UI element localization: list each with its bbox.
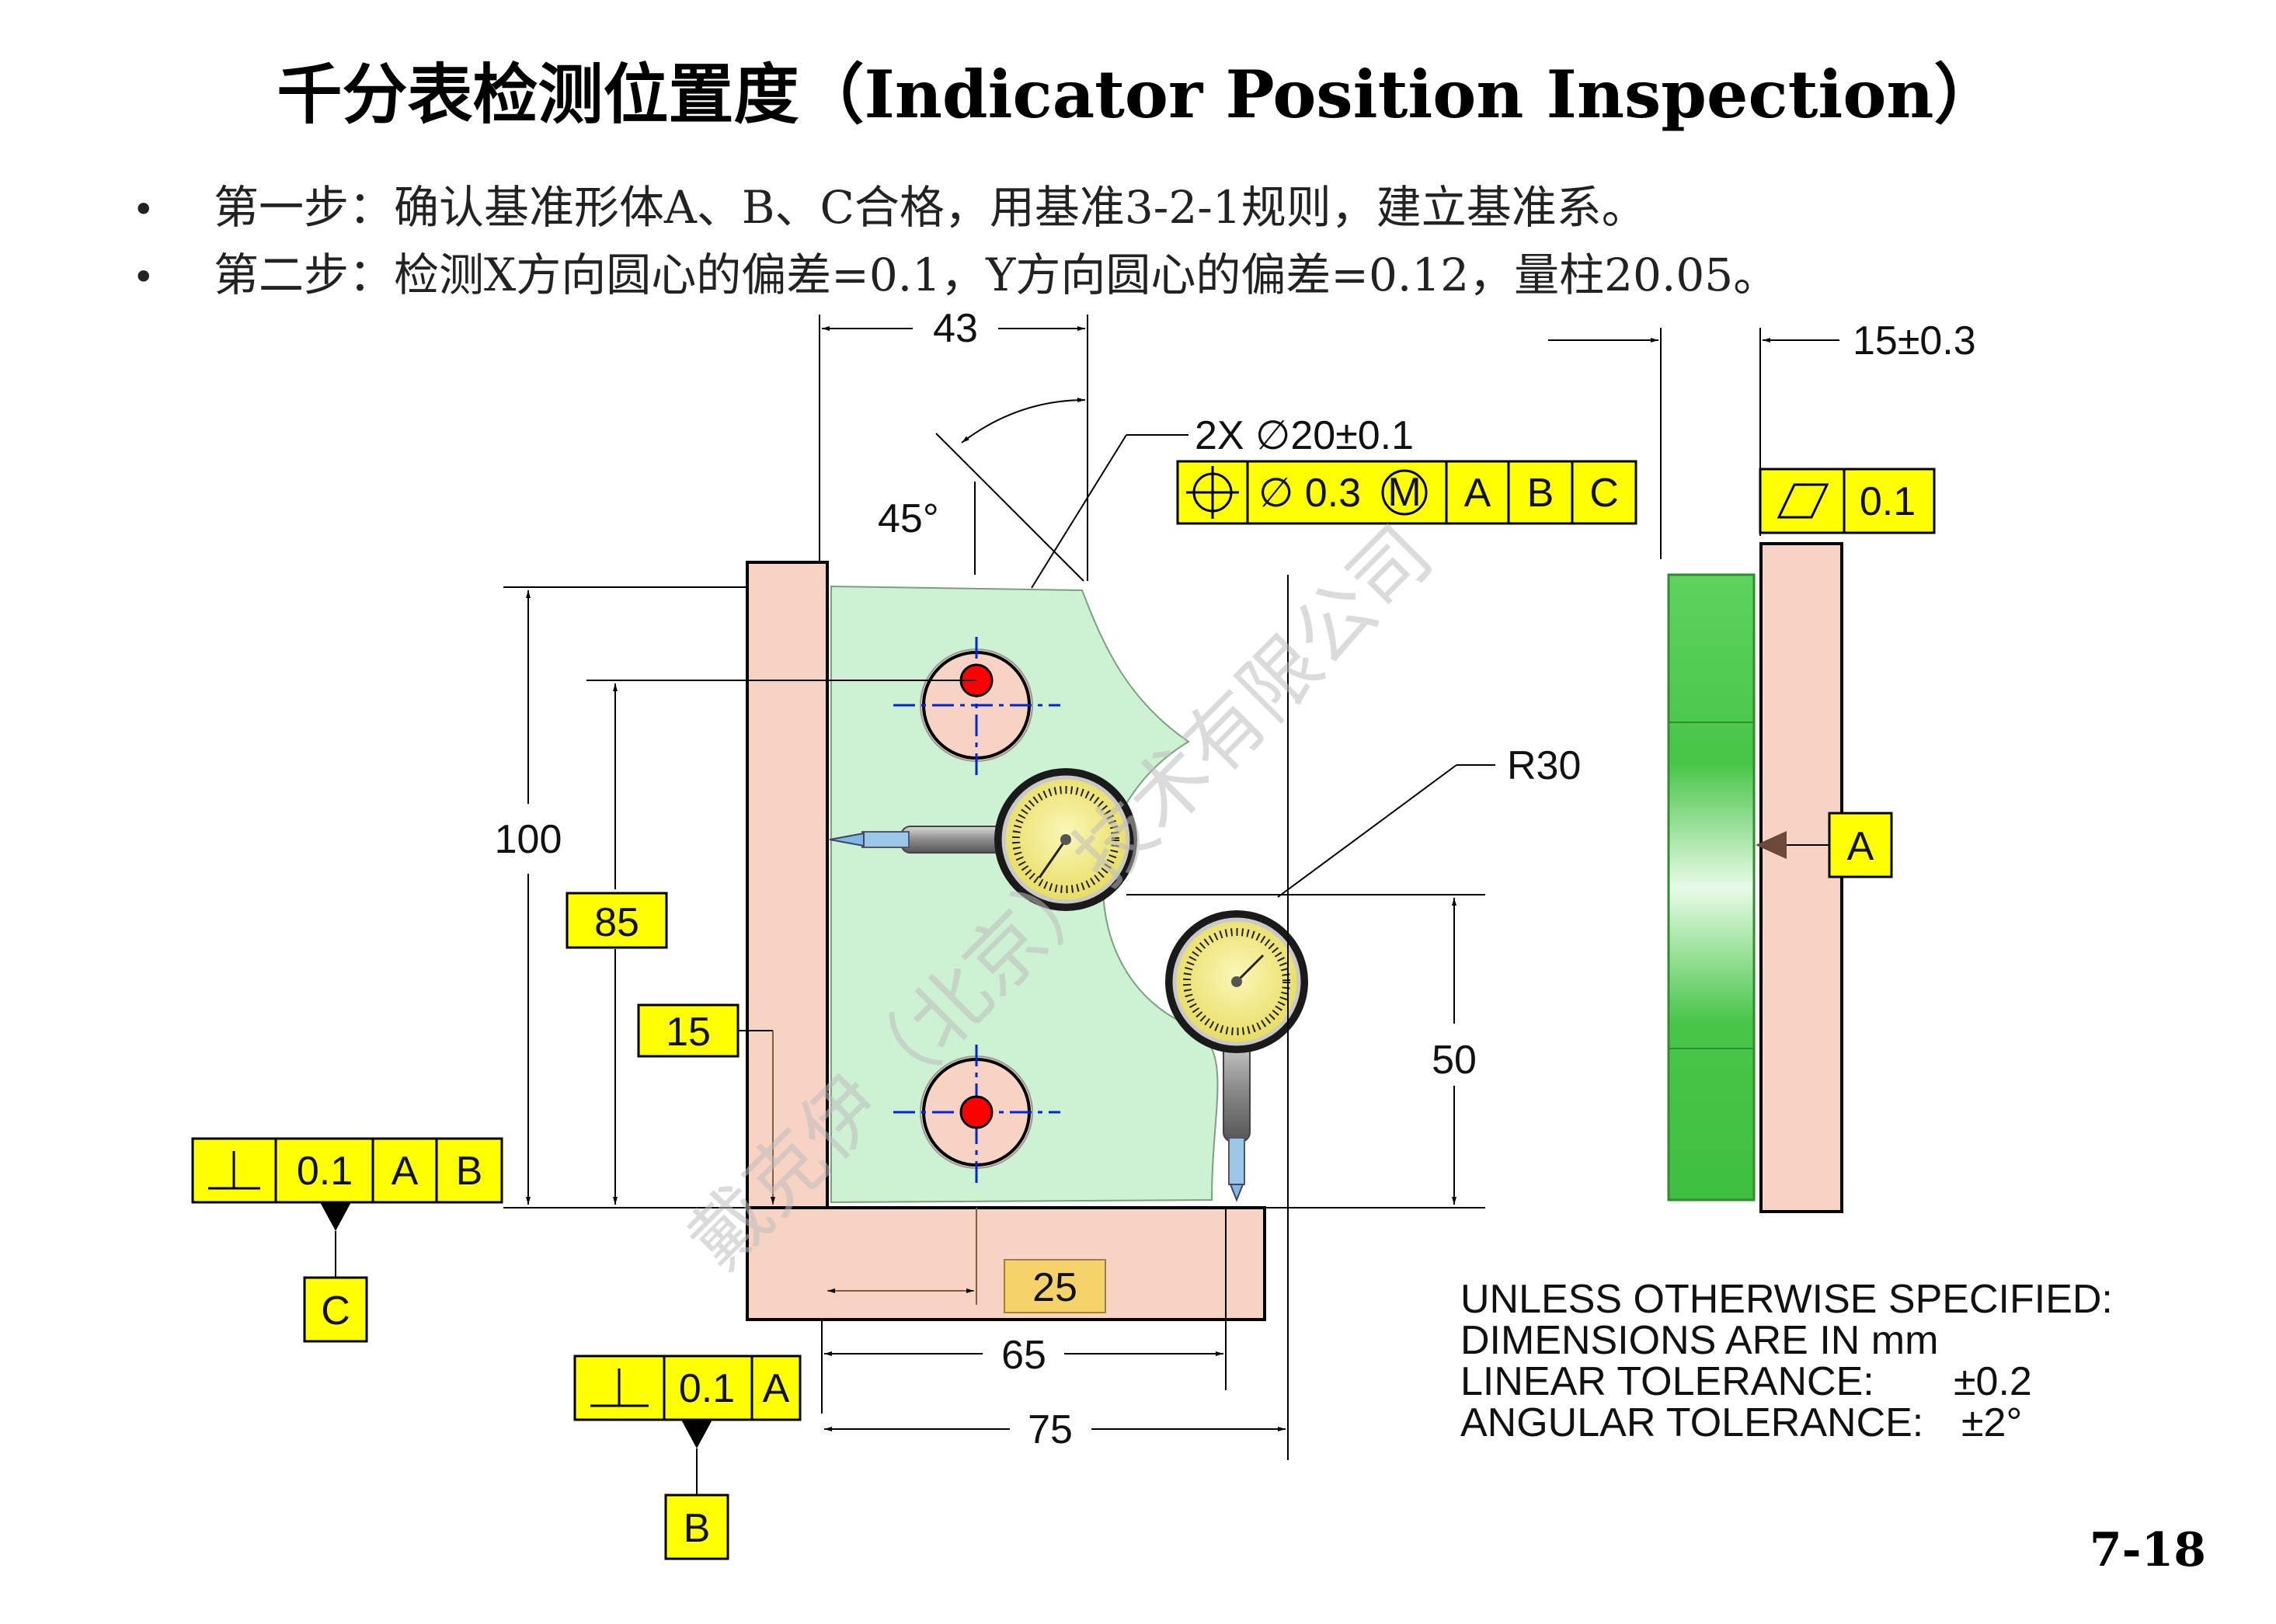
lower-hole [893,1045,1060,1188]
dim-65-label: 65 [1001,1333,1046,1378]
angle-45: 45° [878,398,1086,582]
radius-label: R30 [1507,743,1581,788]
hole-callout-label: 2X ∅20±0.1 [1195,413,1414,458]
dim-85-label: 85 [594,900,639,945]
step-item: • 第一步：确认基准形体A、B、C合格，用基准3-2-1规则，建立基准系。 [132,175,1778,242]
hole-center-point [959,1095,994,1129]
perpendicularity-icon [208,1151,260,1190]
dimension-50: 50 [1126,894,1485,1205]
note-line: ±0.2 [1954,1359,2032,1404]
radius-callout: R30 [1277,575,1581,1460]
fcf-tolerance: 0.1 [679,1366,735,1411]
dim-50-label: 50 [1432,1038,1477,1083]
page-number: 7-18 [2089,1523,2206,1577]
dim-75-label: 75 [1028,1407,1073,1452]
note-line: UNLESS OTHERWISE SPECIFIED: [1460,1277,2113,1322]
dimension-100: 100 [495,586,747,1205]
fcf-perpendicularity-left: 0.1 A B C [191,1137,503,1343]
note-line: ±2° [1961,1400,2022,1445]
step-item: • 第二步：检测X方向圆心的偏差=0.1，Y方向圆心的偏差=0.12，量柱20.… [132,242,1778,310]
fcf-position: ∅ 0.3 M A B C [1176,460,1637,525]
angle-45-label: 45° [878,496,939,541]
dimension-43: 43 [819,306,1088,581]
fcf-datum: A [763,1366,790,1411]
bullet-icon: • [132,187,155,232]
dial-indicator-icon [829,768,1137,911]
dim-25-label: 25 [1032,1265,1077,1310]
dial-indicator-icon [1165,910,1308,1202]
fcf-datum: A [392,1149,419,1194]
step-list: • 第一步：确认基准形体A、B、C合格，用基准3-2-1规则，建立基准系。 • … [132,175,1778,310]
mmc-modifier-icon [1381,469,1428,516]
note-line: LINEAR TOLERANCE: [1460,1359,1874,1404]
general-notes: UNLESS OTHERWISE SPECIFIED: DIMENSIONS A… [1460,1277,2113,1445]
fcf-flatness: 0.1 [1759,468,1936,534]
dimension-65: 65 [821,1208,1227,1414]
fcf-tolerance: 0.1 [297,1149,353,1194]
bullet-icon: • [132,255,155,300]
dim-15-label: 15 [666,1010,711,1055]
step-text: 第二步：检测X方向圆心的偏差=0.1，Y方向圆心的偏差=0.12，量柱20.05… [214,249,1779,301]
dimension-15: 15 [637,1003,775,1205]
fcf-tolerance: 0.1 [1860,479,1916,524]
thickness-label: 15±0.3 [1853,318,1976,363]
hole-callout: 2X ∅20±0.1 [1031,413,1414,589]
datum-a-label: A [1847,824,1874,869]
fcf-datum: C [1589,471,1619,516]
fcf-perpendicularity-bottom: 0.1 A B [573,1354,802,1560]
dimension-25: 25 [827,1208,1106,1313]
fixture-vertical-plate [746,561,829,1321]
fcf-position-modifier: M [1387,470,1421,515]
dim-43-label: 43 [933,306,978,351]
datum-a-marker: A [1756,812,1893,878]
fcf-datum: B [1527,471,1554,516]
note-line: ANGULAR TOLERANCE: [1460,1400,1923,1445]
dimension-85: 85 [566,680,976,1205]
page-title: 千分表检测位置度（Indicator Position Inspection） [277,56,1999,133]
flatness-icon [1777,483,1829,519]
dim-100-label: 100 [495,817,562,862]
note-line: DIMENSIONS ARE IN mm [1460,1318,1938,1363]
upper-hole [893,637,1060,781]
perpendicularity-icon [590,1368,649,1407]
dimension-75: 75 [824,1407,1286,1452]
fcf-datum: A [1464,471,1491,516]
fcf-position-tolerance: ∅ 0.3 [1258,471,1361,516]
datum-c-label: C [321,1288,350,1334]
datum-b-label: B [684,1506,711,1551]
position-icon [1186,466,1239,519]
side-view: 15±0.3 0.1 A [1548,318,1976,1213]
fcf-datum: B [456,1149,483,1194]
step-text: 第一步：确认基准形体A、B、C合格，用基准3-2-1规则，建立基准系。 [214,181,1647,234]
